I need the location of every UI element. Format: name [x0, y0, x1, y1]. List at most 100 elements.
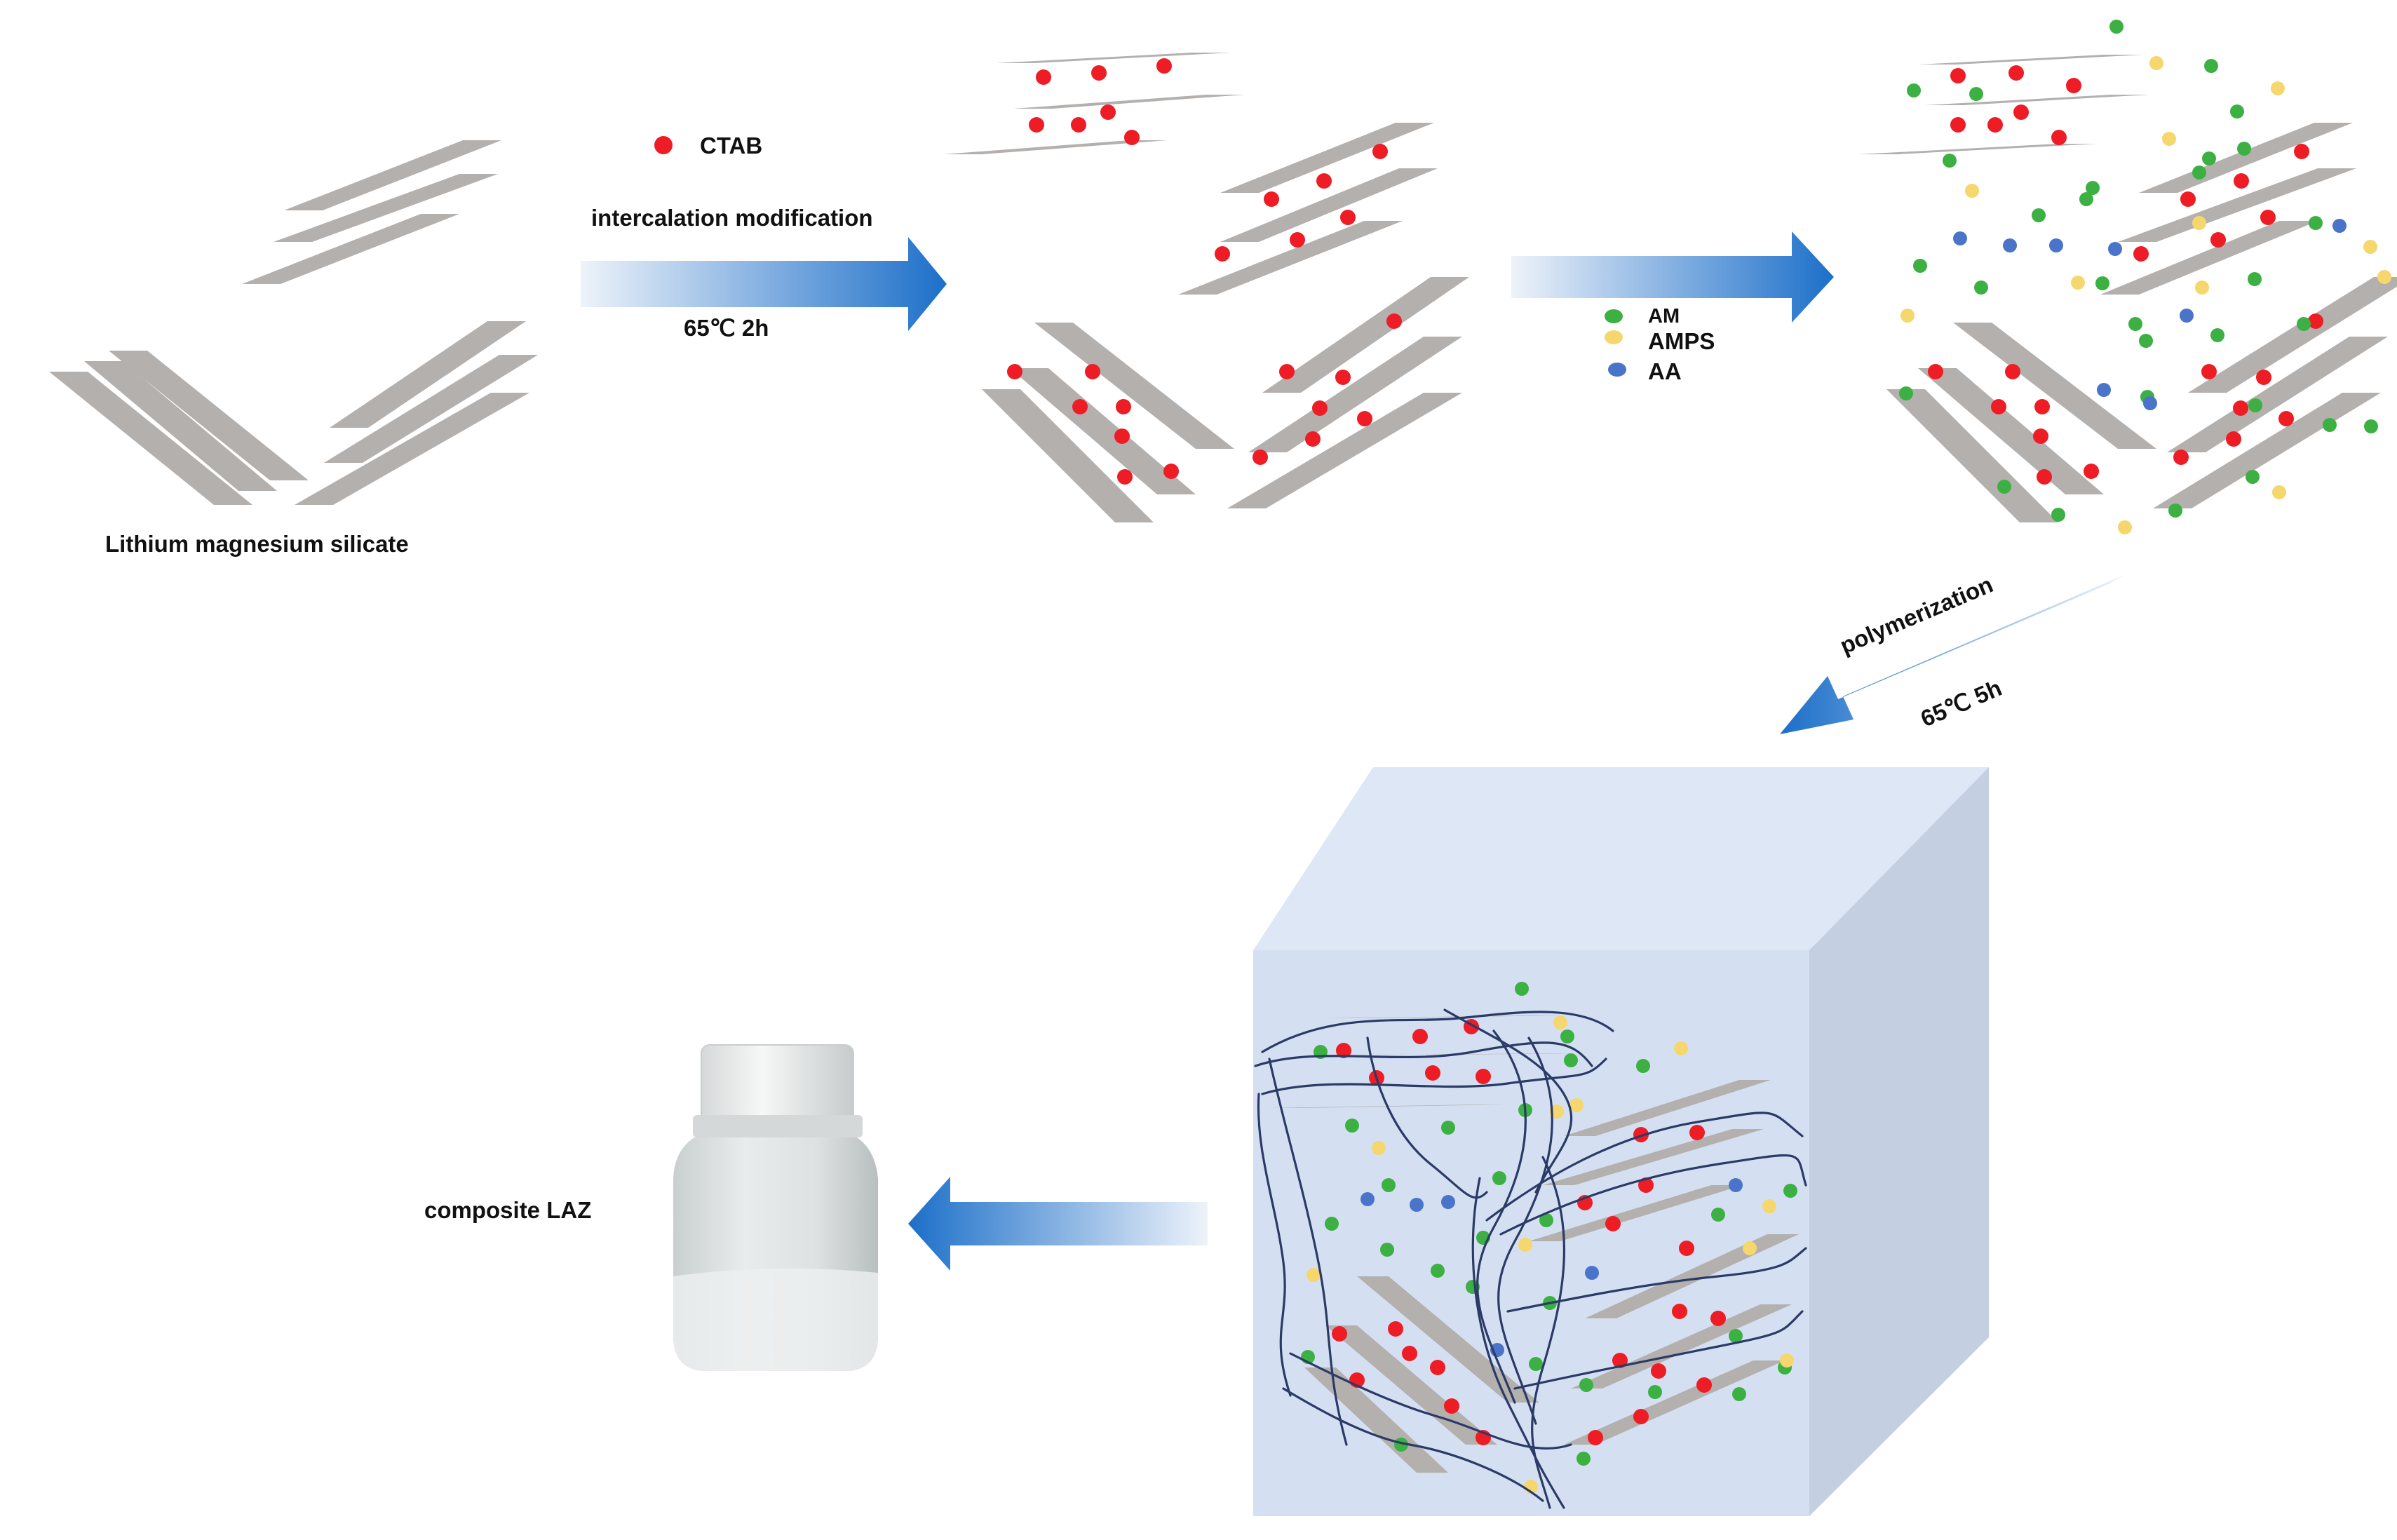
- ctab-dot: [2066, 78, 2081, 93]
- clay-sheet: [1564, 1080, 1771, 1136]
- am-dot: [2309, 216, 2323, 230]
- ctab-dot: [1279, 364, 1295, 379]
- ctab-dot: [1335, 370, 1351, 385]
- amps-dot: [2195, 281, 2209, 295]
- ctab-dot: [2308, 313, 2323, 329]
- monomer-addition-arrow: [1511, 231, 1834, 323]
- polymer-chain: [1282, 1387, 1544, 1502]
- ctab-dot: [2180, 191, 2196, 207]
- ctab-dot: [1163, 464, 1179, 479]
- polymer-chain: [1513, 1310, 1804, 1390]
- ctab-dot: [1357, 411, 1372, 426]
- ctab-dot: [2033, 428, 2048, 444]
- aa-dot: [2143, 396, 2157, 410]
- am-dot: [2237, 142, 2251, 156]
- am-legend-label: AM: [1648, 305, 1680, 327]
- polymer-chain: [1485, 1112, 1804, 1222]
- clay-sheet: [1918, 55, 2142, 65]
- cube-top-face: [1253, 767, 1989, 950]
- am-dot: [1345, 1119, 1359, 1133]
- clay-sheet: [1925, 95, 2149, 105]
- clay-sheet: [982, 389, 1154, 522]
- clay-sheet: [49, 372, 252, 505]
- aa-dot: [1953, 231, 1967, 245]
- ctab-dot: [1316, 173, 1332, 189]
- clay-sheet: [324, 355, 538, 463]
- clay-sheet: [943, 140, 1168, 154]
- polymer-chain: [1471, 1177, 1565, 1509]
- intercalation-arrow: [581, 237, 947, 331]
- ctab-dot: [1264, 191, 1279, 207]
- am-dot: [2051, 508, 2065, 522]
- ctab-dot: [1036, 69, 1051, 85]
- amps-dot: [2149, 56, 2163, 70]
- am-dot: [2168, 504, 2182, 518]
- polymer-chain: [1499, 1154, 1807, 1236]
- ctab-dot: [2008, 65, 2024, 81]
- ctab-dot: [1252, 450, 1268, 465]
- ctab-dot: [1116, 399, 1131, 414]
- ctab-dot: [1679, 1241, 1694, 1256]
- polymer-chain: [1443, 1008, 1573, 1194]
- am-dot: [1539, 1213, 1553, 1227]
- ctab-dot: [1430, 1360, 1445, 1375]
- ctab-dot: [1402, 1346, 1417, 1361]
- clay-sheet: [1269, 1105, 1508, 1108]
- ctab-dot: [1124, 130, 1140, 145]
- am-dot: [2032, 208, 2046, 222]
- aa-dot: [1729, 1178, 1743, 1192]
- am-dot: [2192, 166, 2206, 180]
- am-dot: [1560, 1029, 1574, 1043]
- am-dot: [1711, 1208, 1725, 1222]
- am-dot: [2364, 419, 2378, 433]
- ctab-dot: [1305, 431, 1321, 447]
- composite-network-panel: [1254, 982, 1807, 1509]
- clay-sheet: [996, 53, 1231, 63]
- ctab-dot: [2256, 370, 2271, 385]
- clay-sheet: [1918, 368, 2104, 494]
- ctab-dot: [1085, 364, 1100, 379]
- ctab-dot: [1689, 1125, 1705, 1140]
- cube-side-face: [1809, 767, 1989, 1516]
- clay-sheet: [1262, 277, 1469, 393]
- ctab-dot: [1696, 1377, 1712, 1393]
- aa-dot: [1441, 1195, 1455, 1209]
- am-dot: [1899, 386, 1913, 400]
- clay-sheet: [274, 174, 498, 242]
- am-dot: [2246, 470, 2260, 484]
- am-dot: [2202, 151, 2216, 166]
- polymer-chain: [1476, 1029, 1527, 1404]
- bottle-icon: [673, 1044, 878, 1371]
- am-dot: [1997, 480, 2011, 494]
- amps-dot: [1743, 1241, 1757, 1255]
- step1-process-label: intercalation modification: [591, 205, 873, 231]
- clay-sheet: [2100, 221, 2318, 295]
- clay-sheet: [1325, 1015, 1564, 1018]
- product-arrow: [908, 1177, 1208, 1271]
- ctab-dot: [1114, 428, 1130, 444]
- ctab-dot: [1156, 58, 1172, 74]
- clay-sheet: [295, 393, 529, 505]
- am-dot: [1943, 154, 1957, 168]
- step3-conditions-label: 65℃ 5h: [1917, 675, 2005, 732]
- aa-dot: [2108, 242, 2122, 256]
- am-dot: [1783, 1184, 1797, 1198]
- clay-sheet: [330, 321, 526, 428]
- polymer-chain: [1257, 1093, 1292, 1397]
- clay-sheet: [2118, 168, 2356, 242]
- ctab-dot: [2051, 130, 2067, 145]
- ctab-dot: [1588, 1430, 1603, 1445]
- ctab-dot: [2173, 450, 2189, 465]
- clay-sheet: [1034, 323, 1234, 449]
- monomer-dispersion-panel: [1858, 20, 2397, 534]
- am-dot: [2248, 398, 2262, 412]
- ctab-dot: [1215, 246, 1230, 262]
- aa-dot: [2332, 219, 2347, 233]
- ctab-dot: [1987, 117, 2003, 133]
- ctab-dot: [1100, 104, 1116, 120]
- am-dot: [2109, 20, 2123, 34]
- am-dot: [2079, 192, 2093, 206]
- am-dot: [1648, 1385, 1662, 1399]
- polymer-chain: [1531, 1156, 1566, 1509]
- aa-dot: [2097, 383, 2111, 397]
